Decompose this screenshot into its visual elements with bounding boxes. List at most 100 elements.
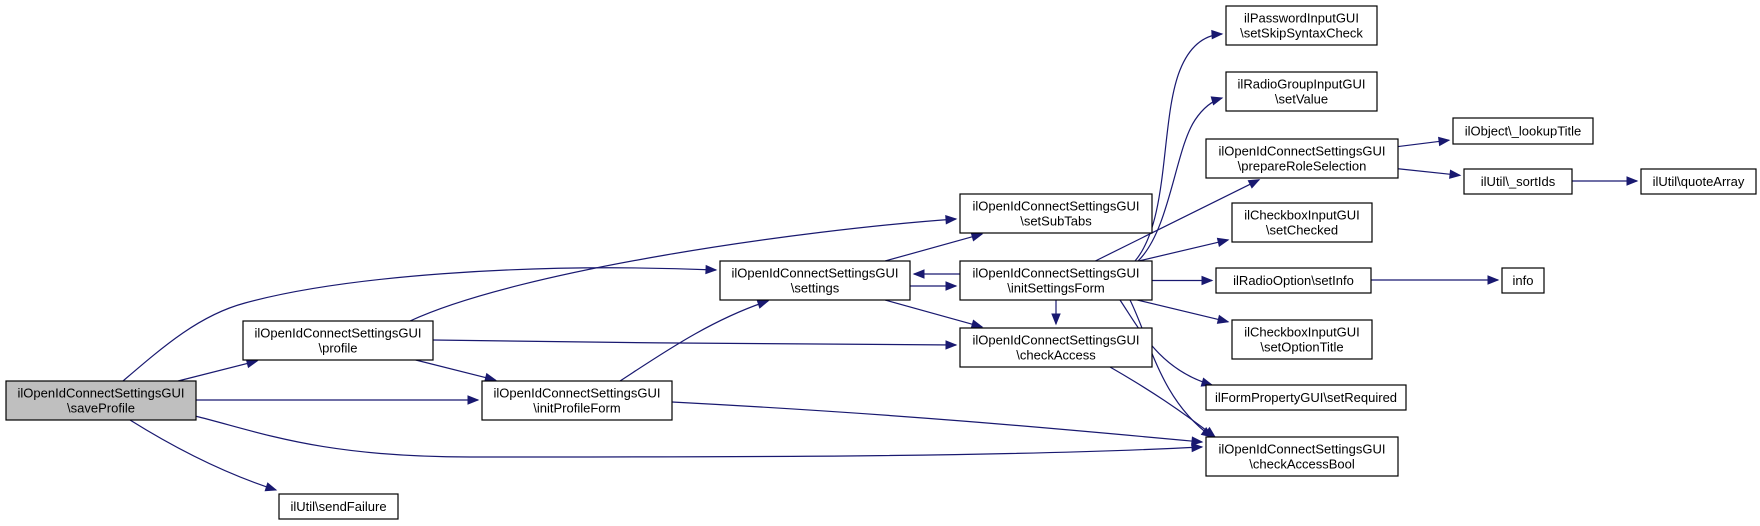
edge-initSettingsForm-to-checkAccess bbox=[1051, 300, 1061, 326]
node-label: \setChecked bbox=[1266, 223, 1338, 238]
edge-line bbox=[1134, 33, 1223, 262]
node-label: ilOpenIdConnectSettingsGUI bbox=[1219, 442, 1386, 457]
edge-line bbox=[129, 419, 277, 491]
arrowhead-icon bbox=[1201, 275, 1214, 286]
node-box bbox=[719, 260, 911, 301]
node-label: ilOpenIdConnectSettingsGUI bbox=[255, 326, 422, 341]
edge-saveProfile-to-settings bbox=[122, 264, 718, 382]
arrowhead-icon bbox=[1216, 314, 1230, 324]
node-box bbox=[1231, 319, 1373, 360]
node-box bbox=[278, 493, 399, 520]
node-box bbox=[1225, 5, 1378, 46]
node-box bbox=[1225, 71, 1378, 112]
arrowhead-icon bbox=[1438, 136, 1451, 147]
node-label: \setValue bbox=[1275, 92, 1328, 107]
edge-setInfo-to-info bbox=[1371, 275, 1500, 285]
node-settings[interactable]: ilOpenIdConnectSettingsGUI\settings bbox=[719, 260, 911, 301]
node-saveProfile[interactable]: ilOpenIdConnectSettingsGUI\saveProfile bbox=[5, 380, 197, 421]
node-setSkipSyntaxCheck[interactable]: ilPasswordInputGUI\setSkipSyntaxCheck bbox=[1225, 5, 1378, 46]
node-label: \checkAccessBool bbox=[1249, 457, 1355, 472]
node-label: \initSettingsForm bbox=[1007, 281, 1105, 296]
node-label: \saveProfile bbox=[67, 401, 135, 416]
node-label: ilPasswordInputGUI bbox=[1244, 11, 1359, 26]
arrowhead-icon bbox=[1051, 313, 1061, 326]
node-label: ilRadioOption\setInfo bbox=[1233, 273, 1354, 288]
node-setOptionTitle[interactable]: ilCheckboxInputGUI\setOptionTitle bbox=[1231, 319, 1373, 360]
edge-initSettingsForm-to-setOptionTitle bbox=[1137, 299, 1230, 324]
node-label: ilObject\_lookupTitle bbox=[1465, 124, 1582, 139]
node-label: ilRadioGroupInputGUI bbox=[1238, 77, 1366, 92]
arrowhead-icon bbox=[945, 215, 958, 225]
node-box bbox=[1205, 436, 1399, 477]
edge-initSettingsForm-to-setChecked bbox=[1138, 237, 1230, 262]
node-label: ilOpenIdConnectSettingsGUI bbox=[494, 386, 661, 401]
node-profile[interactable]: ilOpenIdConnectSettingsGUI\profile bbox=[242, 320, 434, 361]
node-sortIds[interactable]: ilUtil\_sortIds bbox=[1463, 168, 1573, 195]
node-sendFailure[interactable]: ilUtil\sendFailure bbox=[278, 493, 399, 520]
node-box bbox=[959, 260, 1153, 301]
arrowhead-icon bbox=[1211, 29, 1224, 40]
edge-line bbox=[1137, 97, 1223, 262]
arrowhead-icon bbox=[467, 395, 480, 405]
node-initSettingsForm[interactable]: ilOpenIdConnectSettingsGUI\initSettingsF… bbox=[959, 260, 1153, 301]
edge-initSettingsForm-to-setInfo bbox=[1152, 275, 1214, 286]
node-setSubTabs[interactable]: ilOpenIdConnectSettingsGUI\setSubTabs bbox=[959, 193, 1153, 234]
edge-initProfileForm-to-settings bbox=[619, 299, 770, 382]
arrowhead-icon bbox=[1449, 169, 1462, 179]
node-info[interactable]: info bbox=[1501, 267, 1545, 294]
arrowhead-icon bbox=[264, 482, 278, 492]
node-box bbox=[959, 327, 1153, 368]
node-box bbox=[1205, 138, 1399, 179]
node-setInfo[interactable]: ilRadioOption\setInfo bbox=[1215, 267, 1372, 294]
node-lookupTitle[interactable]: ilObject\_lookupTitle bbox=[1452, 117, 1594, 145]
node-label: \setSkipSyntaxCheck bbox=[1240, 26, 1363, 41]
node-label: ilOpenIdConnectSettingsGUI bbox=[973, 199, 1140, 214]
edge-line bbox=[415, 359, 496, 381]
node-label: \setOptionTitle bbox=[1260, 340, 1343, 355]
node-box bbox=[959, 193, 1153, 234]
node-box bbox=[1215, 267, 1372, 294]
arrowhead-icon bbox=[756, 299, 770, 309]
node-setChecked[interactable]: ilCheckboxInputGUI\setChecked bbox=[1231, 202, 1373, 243]
node-box bbox=[1501, 267, 1545, 294]
node-label: \initProfileForm bbox=[533, 401, 620, 416]
arrowhead-icon bbox=[1247, 179, 1261, 189]
node-label: \setSubTabs bbox=[1020, 214, 1092, 229]
edge-profile-to-checkAccess bbox=[432, 339, 958, 350]
edge-settings-to-initSettingsForm bbox=[910, 281, 958, 291]
node-label: ilCheckboxInputGUI bbox=[1244, 208, 1360, 223]
node-label: ilOpenIdConnectSettingsGUI bbox=[1219, 144, 1386, 159]
node-checkAccessBool[interactable]: ilOpenIdConnectSettingsGUI\checkAccessBo… bbox=[1205, 436, 1399, 477]
node-initProfileForm[interactable]: ilOpenIdConnectSettingsGUI\initProfileFo… bbox=[481, 380, 673, 421]
edge-saveProfile-to-checkAccessBool bbox=[194, 415, 1204, 458]
arrowhead-icon bbox=[705, 264, 718, 275]
node-box bbox=[1205, 384, 1407, 411]
node-quoteArray[interactable]: ilUtil\quoteArray bbox=[1640, 168, 1757, 195]
node-setRequired[interactable]: ilFormPropertyGUI\setRequired bbox=[1205, 384, 1407, 411]
node-label: ilOpenIdConnectSettingsGUI bbox=[732, 266, 899, 281]
arrowhead-icon bbox=[1203, 426, 1217, 438]
edge-line bbox=[409, 218, 957, 322]
edge-saveProfile-to-initProfileForm bbox=[196, 395, 480, 405]
node-box bbox=[1231, 202, 1373, 243]
node-prepareRoleSelection[interactable]: ilOpenIdConnectSettingsGUI\prepareRoleSe… bbox=[1205, 138, 1399, 179]
node-label: \profile bbox=[318, 341, 357, 356]
node-box bbox=[1640, 168, 1757, 195]
edge-profile-to-setSubTabs bbox=[409, 215, 958, 322]
edge-line bbox=[177, 360, 258, 382]
node-checkAccess[interactable]: ilOpenIdConnectSettingsGUI\checkAccess bbox=[959, 327, 1153, 368]
node-label: info bbox=[1513, 273, 1534, 288]
arrowhead-icon bbox=[912, 269, 925, 279]
arrowhead-icon bbox=[1216, 237, 1230, 247]
edge-line bbox=[1137, 299, 1229, 323]
node-label: \prepareRoleSelection bbox=[1238, 159, 1367, 174]
arrowhead-icon bbox=[970, 319, 984, 329]
edge-line bbox=[1129, 299, 1213, 438]
edge-line bbox=[194, 415, 1203, 458]
edge-sortIds-to-quoteArray bbox=[1572, 176, 1639, 186]
edge-line bbox=[619, 300, 769, 382]
node-box bbox=[5, 380, 197, 421]
edge-initSettingsForm-to-settings bbox=[912, 269, 960, 279]
node-box bbox=[481, 380, 673, 421]
node-setValue[interactable]: ilRadioGroupInputGUI\setValue bbox=[1225, 71, 1378, 112]
